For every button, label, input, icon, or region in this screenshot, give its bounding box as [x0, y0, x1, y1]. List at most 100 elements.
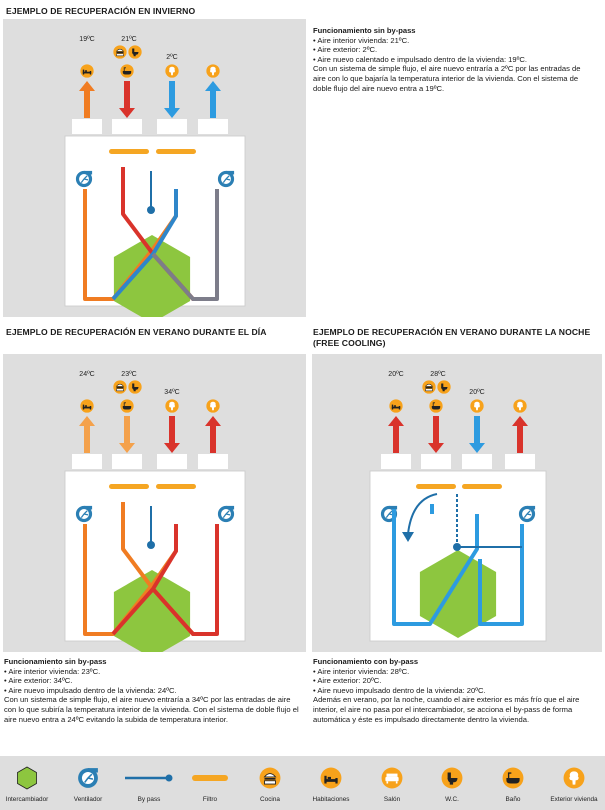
airflow-arrow-exhaust	[205, 81, 221, 118]
heat-exchanger-hexagon	[113, 235, 191, 317]
airflow-arrow-exhaust	[205, 416, 221, 453]
temp-label-mid: 21ºC	[121, 36, 136, 43]
temp-label-right: 34ºC	[164, 389, 179, 396]
duct-exhaust	[151, 189, 219, 301]
temp-label-mid: 28ºC	[430, 371, 445, 378]
bypass-pivot	[147, 541, 155, 549]
duct-fresh-supply	[392, 509, 479, 626]
filter-bar	[109, 149, 149, 154]
legend-label: Baño	[505, 796, 521, 803]
airflow-arrow-supply	[79, 81, 95, 118]
heat-exchanger-hexagon	[113, 570, 191, 652]
bypass-icon	[125, 774, 173, 782]
airflow-arrow-extract	[119, 81, 135, 118]
description-title: Funcionamiento sin by-pass	[4, 657, 107, 666]
port-box	[198, 454, 228, 469]
bypass-arrowhead	[402, 532, 414, 542]
port-box	[112, 119, 142, 134]
airflow-arrow-extract	[428, 416, 444, 453]
tree-icon	[563, 767, 585, 789]
fan-icon	[518, 505, 536, 523]
port-box	[462, 454, 492, 469]
bed-icon	[80, 64, 94, 78]
bed-icon	[320, 767, 342, 789]
kitchen-icon	[113, 380, 127, 394]
legend-label: Habitaciones	[312, 796, 350, 803]
description-winter: Funcionamiento sin by-pass • Aire interi…	[313, 26, 591, 93]
description-line: • Aire nuevo impulsado dentro de la vivi…	[313, 685, 486, 695]
description-summer-day: Funcionamiento sin by-pass • Aire interi…	[4, 657, 300, 724]
description-line: • Aire interior vivienda: 28ºC.	[313, 666, 410, 676]
temp-label-mid: 23ºC	[121, 371, 136, 378]
filter-bar	[156, 484, 196, 489]
diagram-summer_night: 20ºC 28ºC 20ºC	[369, 371, 547, 642]
tree-icon	[206, 64, 220, 78]
bathtub-icon	[120, 399, 134, 413]
filter-bar	[156, 149, 196, 154]
temp-label-right: 2ºC	[166, 54, 178, 61]
legend-label: Intercambiador	[5, 796, 49, 803]
legend-label: Exterior vivienda	[550, 796, 598, 803]
legend-label: Ventilador	[73, 796, 103, 803]
filter-bar	[462, 484, 502, 489]
airflow-arrow-extract	[119, 416, 135, 453]
port-box	[157, 454, 187, 469]
fan-icon	[75, 505, 93, 523]
description-line: • Aire interior vivienda: 21ºC.	[313, 35, 410, 45]
temp-label-left: 20ºC	[388, 371, 403, 378]
legend-label: Filtro	[202, 796, 218, 803]
port-box	[381, 454, 411, 469]
toilet-icon	[441, 767, 463, 789]
bathtub-icon	[502, 767, 524, 789]
bypass-pivot	[147, 206, 155, 214]
description-line: • Aire exterior: 2ºC.	[313, 45, 378, 55]
toilet-icon	[437, 380, 451, 394]
airflow-arrow-supply	[388, 416, 404, 453]
toilet-icon	[128, 380, 142, 394]
airflow-arrow-fresh-in	[164, 416, 180, 453]
bathtub-icon	[120, 64, 134, 78]
port-box	[72, 119, 102, 134]
port-box	[112, 454, 142, 469]
description-line: • Aire nuevo calentado e impulsado dentr…	[313, 54, 527, 64]
description-paragraph: Con un sistema de simple flujo, el aire …	[4, 695, 299, 724]
section-title-winter: EJEMPLO DE RECUPERACIÓN EN INVIERNO	[6, 6, 196, 16]
temp-label-right: 20ºC	[469, 389, 484, 396]
tree-icon	[165, 64, 179, 78]
description-line: • Aire exterior: 20ºC.	[313, 676, 382, 686]
legend-label: Salón	[383, 796, 401, 803]
kitchen-icon	[259, 767, 281, 789]
bed-icon	[389, 399, 403, 413]
tree-icon	[470, 399, 484, 413]
fan-icon	[75, 170, 93, 188]
fan-icon	[77, 767, 99, 789]
description-summer-night: Funcionamiento con by-pass • Aire interi…	[313, 657, 601, 724]
hexagon-icon	[17, 766, 37, 790]
description-line: • Aire interior vivienda: 23ºC.	[4, 666, 101, 676]
filter-bar	[416, 484, 456, 489]
legend-label: W.C.	[445, 796, 459, 803]
heat-exchanger-hexagon	[419, 550, 497, 638]
port-box	[72, 454, 102, 469]
diagram-panel-summer-night: 20ºC 28ºC 20ºC	[312, 354, 602, 652]
kitchen-icon	[422, 380, 436, 394]
duct-hot-intake	[111, 524, 178, 636]
duct-cold-intake	[111, 189, 178, 301]
duct-exhaust	[478, 524, 524, 626]
port-box	[421, 454, 451, 469]
airflow-arrow-fresh-in	[164, 81, 180, 118]
filter-icon	[192, 775, 228, 781]
description-title: Funcionamiento sin by-pass	[313, 26, 416, 35]
bathtub-icon	[429, 399, 443, 413]
tree-icon	[513, 399, 527, 413]
description-line: • Aire exterior: 34ºC.	[4, 676, 73, 686]
description-line: • Aire nuevo impulsado dentro de la vivi…	[4, 685, 177, 695]
airflow-arrow-exhaust	[512, 416, 528, 453]
duct-exhaust	[151, 524, 219, 636]
port-box	[198, 119, 228, 134]
description-paragraph: Con un sistema de simple flujo, el aire …	[313, 64, 581, 93]
